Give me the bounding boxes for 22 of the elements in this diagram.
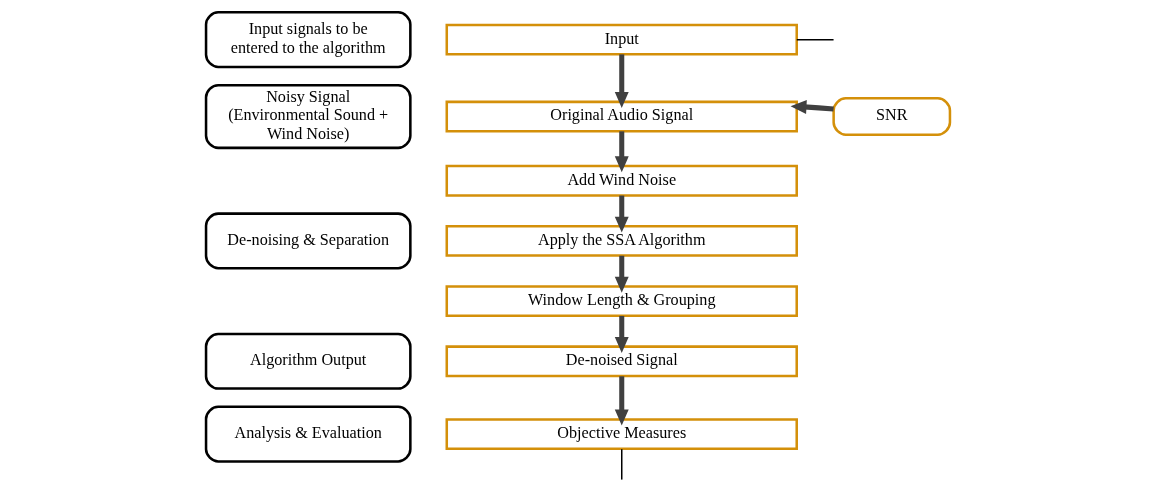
- node-box: Original Audio Signal: [445, 100, 798, 133]
- connector: [795, 38, 834, 41]
- node-box: De-noising & Separation: [204, 212, 412, 270]
- arrow: [614, 376, 629, 426]
- arrow: [614, 255, 629, 293]
- arrow: [614, 131, 629, 173]
- node-box: Analysis & Evaluation: [204, 405, 412, 463]
- node-box: Objective Measures: [445, 418, 798, 451]
- node-box: Add Wind Noise: [445, 164, 798, 197]
- node-box: Input signals to be entered to the algorithm: [204, 11, 412, 69]
- arrow: [614, 315, 629, 353]
- arrow: [614, 54, 629, 108]
- connector: [620, 448, 622, 481]
- node-box: Algorithm Output: [204, 332, 412, 390]
- node-box: Noisy Signal (Environmental Sound + Wind Noise): [204, 83, 412, 150]
- arrow: [614, 195, 629, 233]
- node-box: Apply the SSA Algorithm: [445, 225, 798, 257]
- node-box: De-noised Signal: [445, 345, 798, 378]
- node-box: SNR: [831, 97, 951, 136]
- node-box: Window Length & Grouping: [445, 285, 798, 318]
- node-box: Input: [445, 23, 798, 56]
- arrow: [790, 100, 834, 114]
